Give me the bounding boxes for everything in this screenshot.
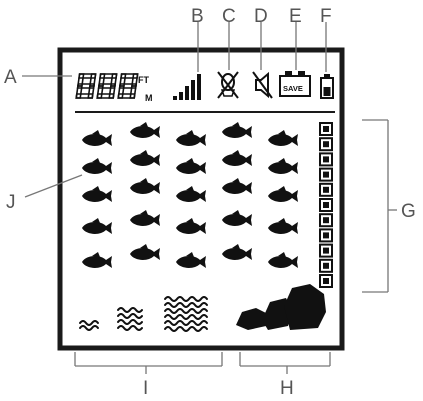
rock-icons bbox=[236, 284, 326, 330]
depth-scale-segment bbox=[319, 243, 333, 258]
fish-icon bbox=[176, 186, 206, 202]
callout-b: B bbox=[191, 6, 204, 27]
depth-scale-segment bbox=[319, 213, 333, 228]
fish-icon bbox=[176, 252, 206, 268]
fish-icon bbox=[176, 158, 206, 174]
callout-d: D bbox=[254, 6, 268, 27]
fish-icon bbox=[222, 178, 252, 194]
fish-icon bbox=[222, 150, 252, 166]
unit-m: M bbox=[145, 93, 153, 103]
fish-icon bbox=[176, 130, 206, 146]
seven-segment-digit bbox=[96, 73, 118, 99]
signal-strength-icon bbox=[173, 74, 201, 100]
depth-scale-segment bbox=[319, 258, 333, 273]
fish-icon bbox=[82, 252, 112, 268]
fish-icon bbox=[222, 210, 252, 226]
depth-scale-segment bbox=[319, 167, 333, 182]
speaker-mute-icon bbox=[252, 71, 273, 99]
battery-save-icon bbox=[279, 71, 311, 97]
battery-level-icon bbox=[320, 74, 334, 99]
fish-icon bbox=[82, 158, 112, 174]
fish-icon bbox=[82, 130, 112, 146]
fish-icon bbox=[130, 178, 160, 194]
callout-i: I bbox=[143, 378, 148, 399]
depth-scale-segment bbox=[319, 122, 333, 136]
depth-scale-segment bbox=[319, 198, 333, 212]
callout-c: C bbox=[222, 6, 236, 27]
callout-e: E bbox=[289, 6, 302, 27]
leader-lines bbox=[22, 22, 397, 374]
unit-ft: FT bbox=[138, 75, 149, 85]
depth-scale-segment bbox=[319, 274, 333, 288]
depth-scale-segment bbox=[319, 182, 333, 197]
fish-icon bbox=[268, 186, 298, 202]
depth-scale-segment bbox=[319, 137, 333, 152]
fish-icon bbox=[130, 244, 160, 260]
callout-j: J bbox=[6, 192, 16, 213]
save-label: SAVE bbox=[283, 84, 303, 93]
fish-icon bbox=[268, 158, 298, 174]
callout-h: H bbox=[280, 378, 294, 399]
fish-icon bbox=[130, 122, 160, 138]
fish-icon bbox=[82, 186, 112, 202]
fish-grid bbox=[82, 122, 298, 268]
fish-icon bbox=[130, 210, 160, 226]
fish-icon bbox=[268, 252, 298, 268]
fish-icon bbox=[222, 122, 252, 138]
fish-icon bbox=[176, 218, 206, 234]
depth-readout bbox=[75, 73, 139, 99]
callout-a: A bbox=[4, 67, 17, 88]
depth-scale-segment bbox=[319, 228, 333, 243]
fish-icon bbox=[222, 244, 252, 260]
fish-icon bbox=[82, 218, 112, 234]
depth-scale-segment bbox=[319, 152, 333, 167]
fish-icon bbox=[130, 150, 160, 166]
callout-g: G bbox=[401, 201, 416, 222]
fish-icon bbox=[268, 218, 298, 234]
seven-segment-digit bbox=[75, 73, 97, 99]
fish-alarm-off-icon bbox=[217, 71, 239, 99]
depth-scale bbox=[319, 122, 333, 288]
callout-f: F bbox=[320, 6, 332, 27]
fish-icon bbox=[268, 130, 298, 146]
weed-icons bbox=[79, 296, 208, 332]
seven-segment-digit bbox=[117, 73, 139, 99]
